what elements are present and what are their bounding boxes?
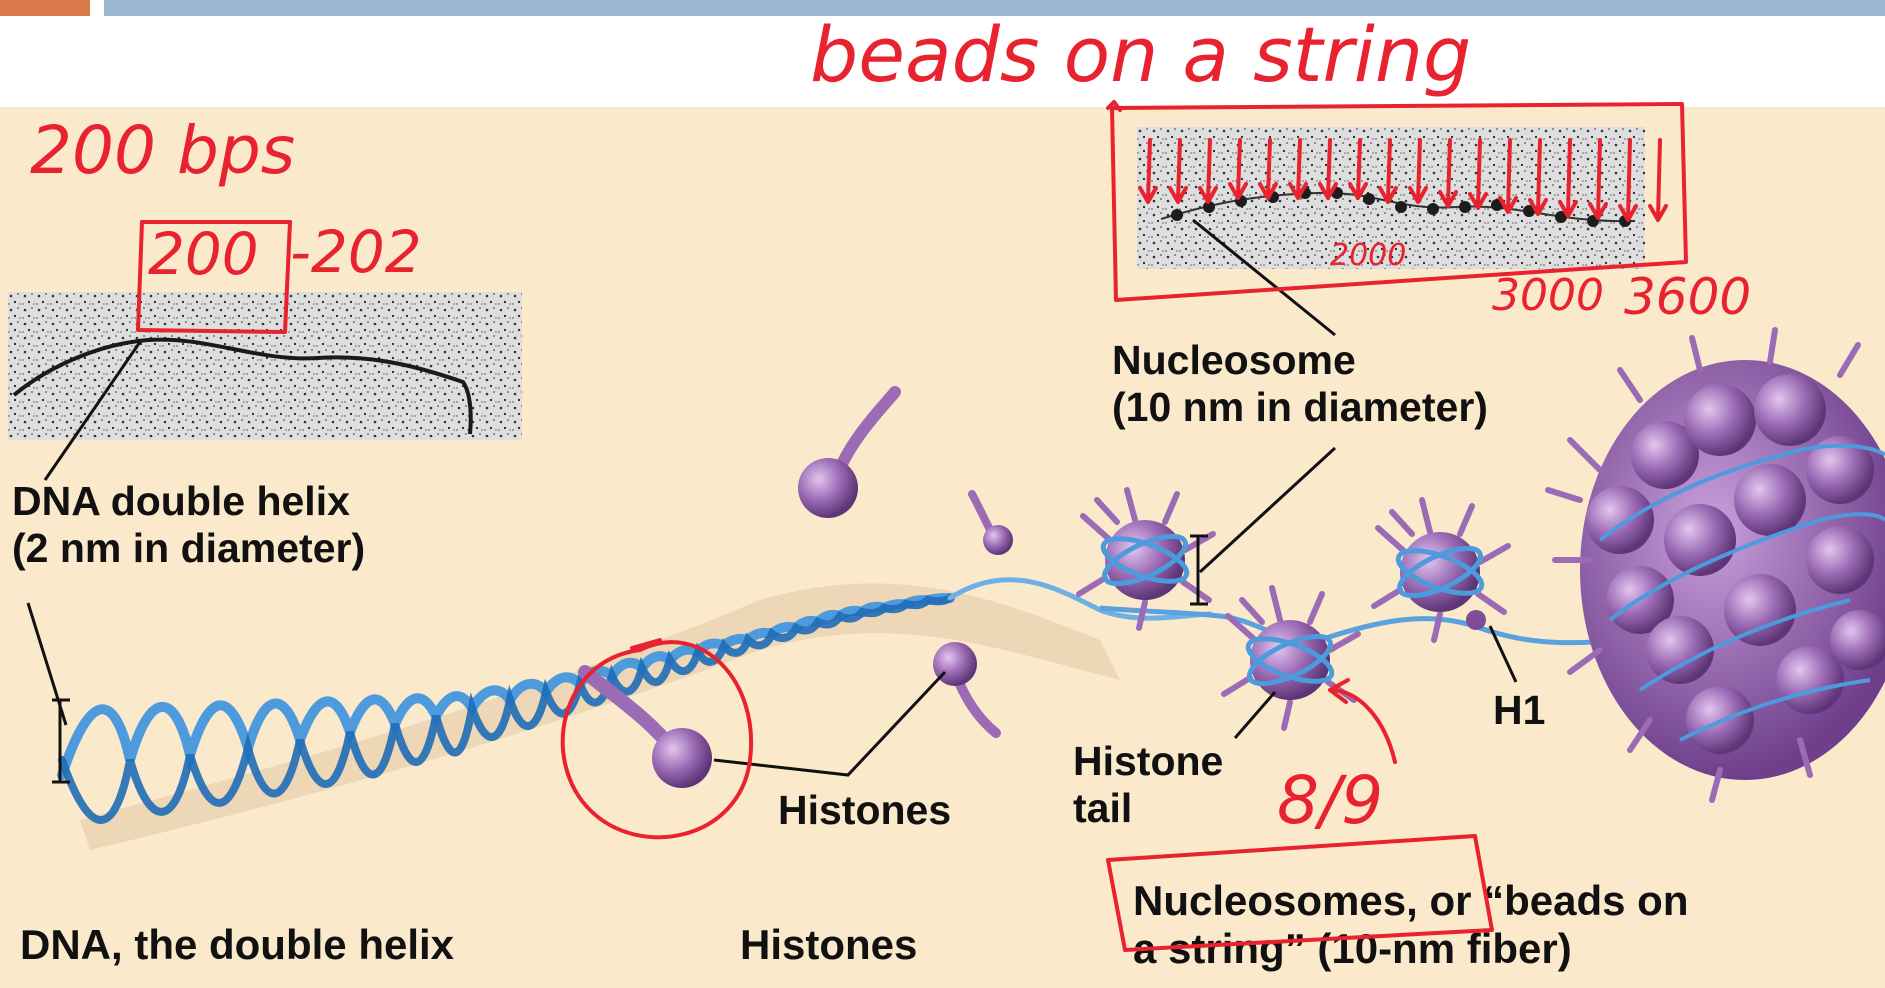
arrow-histone-tail bbox=[1330, 680, 1395, 762]
circle-histone bbox=[563, 640, 751, 837]
arrows-on-beads bbox=[1140, 140, 1666, 220]
box-200 bbox=[138, 222, 290, 332]
box-nucleosomes bbox=[1108, 836, 1492, 950]
